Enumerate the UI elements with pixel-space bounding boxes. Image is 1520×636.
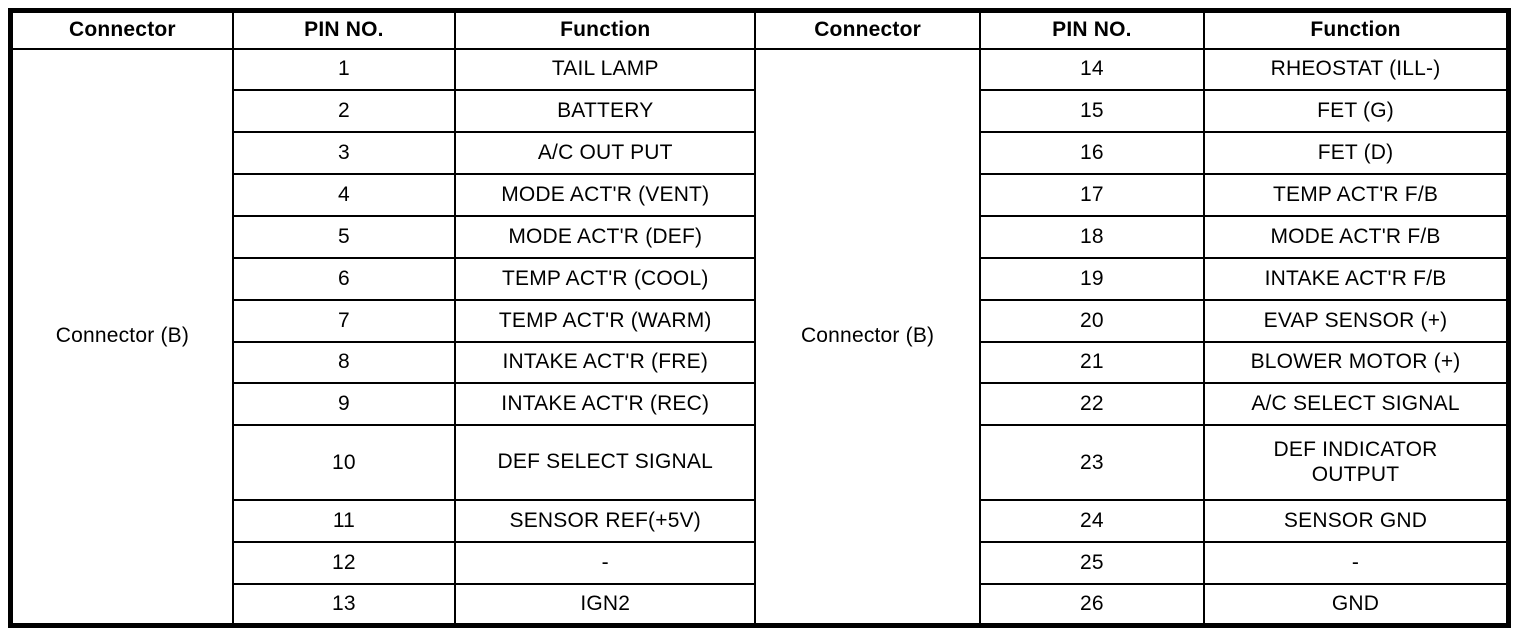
function-cell: INTAKE ACT'R F/B (1203, 256, 1510, 301)
function-cell: - (1203, 540, 1510, 585)
table-row: 10 DEF SELECT SIGNAL 23 DEF INDICATOR OU… (11, 424, 1510, 501)
table-row: 12 - 25 - (11, 540, 1510, 585)
function-cell: TEMP ACT'R (WARM) (454, 298, 757, 343)
function-cell: SENSOR REF(+5V) (454, 498, 757, 543)
pin-cell: 11 (231, 498, 457, 543)
pin-cell: 20 (978, 298, 1206, 343)
pin-cell: 23 (978, 424, 1206, 501)
function-cell: TEMP ACT'R F/B (1203, 173, 1510, 217)
pin-cell: 14 (978, 47, 1206, 92)
function-cell: TAIL LAMP (454, 47, 757, 92)
header-function-left: Function (454, 9, 757, 50)
function-cell: A/C OUT PUT (454, 131, 757, 176)
table-row: 9 INTAKE ACT'R (REC) 22 A/C SELECT SIGNA… (11, 382, 1510, 427)
connector-pinout-table: Connector PIN NO. Function Connector PIN… (8, 8, 1511, 628)
table-row: 2 BATTERY 15 FET (G) (11, 89, 1510, 134)
pin-cell: 16 (978, 131, 1206, 176)
function-cell: FET (G) (1203, 89, 1510, 134)
function-cell: INTAKE ACT'R (FRE) (454, 340, 757, 385)
pin-cell: 24 (978, 498, 1206, 543)
header-pin-no-left: PIN NO. (231, 9, 457, 50)
header-connector-left: Connector (9, 9, 234, 50)
pin-cell: 19 (978, 256, 1206, 301)
function-cell: GND (1203, 582, 1510, 627)
function-cell: DEF SELECT SIGNAL (454, 424, 757, 501)
function-cell: MODE ACT'R F/B (1203, 214, 1510, 259)
pin-cell: 21 (978, 340, 1206, 385)
table-row: 5 MODE ACT'R (DEF) 18 MODE ACT'R F/B (11, 214, 1510, 259)
table-row: 13 IGN2 26 GND (11, 582, 1510, 627)
table-row: 8 INTAKE ACT'R (FRE) 21 BLOWER MOTOR (+) (11, 340, 1510, 385)
header-pin-no-right: PIN NO. (978, 9, 1206, 50)
function-cell: IGN2 (454, 582, 757, 627)
table-row: 7 TEMP ACT'R (WARM) 20 EVAP SENSOR (+) (11, 298, 1510, 343)
pin-cell: 6 (231, 256, 457, 301)
pin-cell: 26 (978, 582, 1206, 627)
function-cell: TEMP ACT'R (COOL) (454, 256, 757, 301)
pin-cell: 15 (978, 89, 1206, 134)
pin-cell: 10 (231, 424, 457, 501)
function-cell: EVAP SENSOR (+) (1203, 298, 1510, 343)
function-cell: BATTERY (454, 89, 757, 134)
function-cell: MODE ACT'R (DEF) (454, 214, 757, 259)
pin-cell: 18 (978, 214, 1206, 259)
function-cell: - (454, 540, 757, 585)
pin-cell: 22 (978, 382, 1206, 427)
function-cell: BLOWER MOTOR (+) (1203, 340, 1510, 385)
function-cell: A/C SELECT SIGNAL (1203, 382, 1510, 427)
header-row: Connector PIN NO. Function Connector PIN… (9, 9, 1510, 50)
pin-cell: 9 (231, 382, 457, 427)
pin-cell: 25 (978, 540, 1206, 585)
function-cell: MODE ACT'R (VENT) (454, 173, 757, 217)
table-row: 4 MODE ACT'R (VENT) 17 TEMP ACT'R F/B (11, 173, 1510, 217)
pin-cell: 12 (231, 540, 457, 585)
function-cell: FET (D) (1203, 131, 1510, 176)
pin-cell: 1 (231, 47, 457, 92)
table-row: Connector (B) 1 TAIL LAMP Connector (B) … (9, 47, 1510, 627)
header-function-right: Function (1203, 9, 1510, 50)
table-row: 6 TEMP ACT'R (COOL) 19 INTAKE ACT'R F/B (11, 256, 1510, 301)
pin-cell: 7 (231, 298, 457, 343)
table-row: 11 SENSOR REF(+5V) 24 SENSOR GND (11, 498, 1510, 543)
pin-cell: 3 (231, 131, 457, 176)
function-cell: RHEOSTAT (ILL-) (1203, 47, 1510, 92)
pin-cell: 8 (231, 340, 457, 385)
pin-cell: 17 (978, 173, 1206, 217)
pin-cell: 13 (231, 582, 457, 627)
table-row: 3 A/C OUT PUT 16 FET (D) (11, 131, 1510, 176)
connector-label-left: Connector (B) (9, 47, 234, 627)
function-cell: SENSOR GND (1203, 498, 1510, 543)
function-cell: DEF INDICATOR OUTPUT (1203, 424, 1510, 501)
connector-label-right: Connector (B) (754, 47, 981, 627)
header-connector-right: Connector (754, 9, 981, 50)
function-cell: INTAKE ACT'R (REC) (454, 382, 757, 427)
pin-cell: 2 (231, 89, 457, 134)
pin-cell: 5 (231, 214, 457, 259)
pin-cell: 4 (231, 173, 457, 217)
